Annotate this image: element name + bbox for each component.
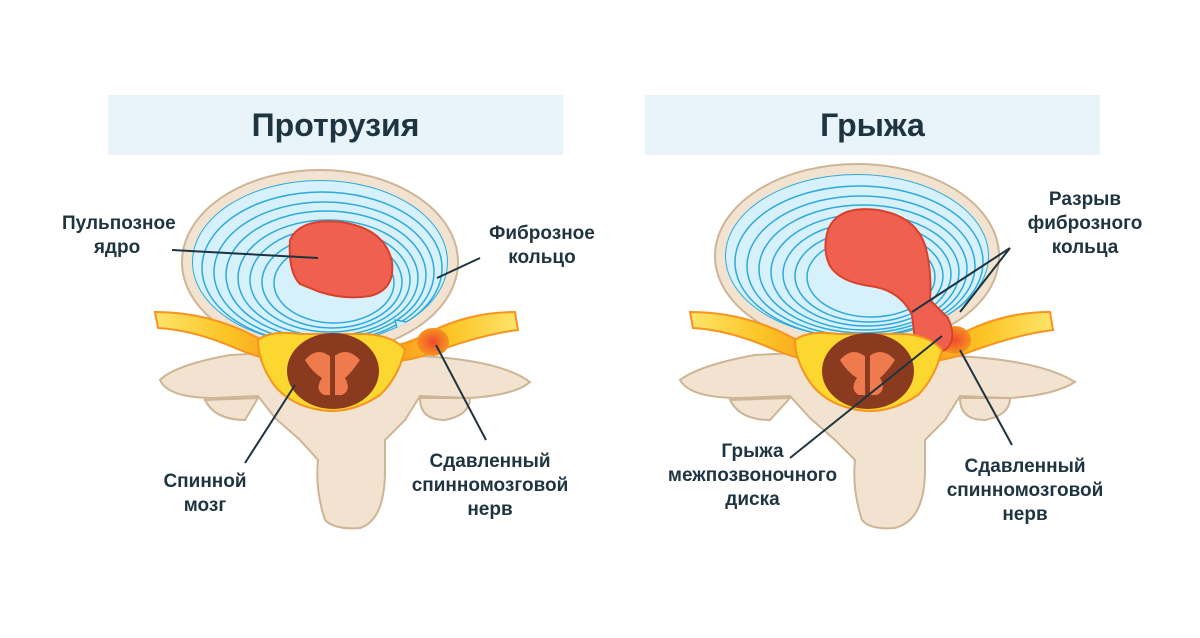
title-protrusion: Протрузия [108,95,563,155]
leader-nerve-right [959,349,1013,446]
spinal-cord-right [793,331,944,412]
leader-lines [171,247,1013,464]
leader-hernia [789,335,943,459]
nucleus-left [288,220,394,299]
title-hernia: Грыжа [645,95,1100,155]
leader-cord-left [244,384,296,464]
nucleus-hernia-right [824,208,954,353]
leader-nucleus-left [171,249,319,259]
leader-rupture-1 [911,247,1011,313]
leader-nerve-left [435,344,487,441]
leader-rupture-2 [959,247,1011,313]
leader-annulus-left [436,257,481,279]
spinal-cord-left [256,331,407,412]
